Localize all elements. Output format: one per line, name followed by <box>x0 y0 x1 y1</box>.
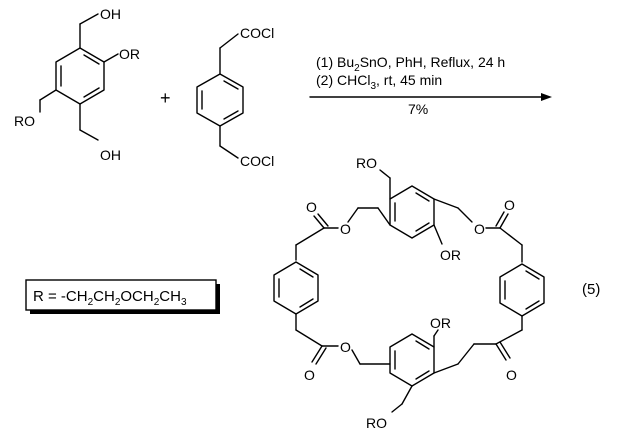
product-macrocycle: RO OR O O O O <box>273 155 545 431</box>
reaction-arrowhead <box>541 93 552 101</box>
r-definition: R = -CH2CH2OCH2CH3 <box>25 279 220 314</box>
reaction-conditions: (1) Bu2SnO, PhH, Reflux, 24 h (2) CHCl3,… <box>309 54 552 117</box>
product-top-ro-label: RO <box>356 155 377 171</box>
diacid-benzene-ring <box>196 73 244 127</box>
product-bottom-ro-label: RO <box>366 415 387 431</box>
condition-line-1: (1) Bu2SnO, PhH, Reflux, 24 h <box>316 54 505 74</box>
equation-number: (5) <box>582 281 600 298</box>
product-lower-benzene-ring <box>389 333 435 387</box>
r-definition-text: R = -CH2CH2OCH2CH3 <box>33 288 187 308</box>
reactant-diacid-chloride: COCl COCl <box>196 25 274 169</box>
product-left-phenylene-ring <box>273 261 319 315</box>
product-mid-or-label: OR <box>440 247 461 263</box>
diol-top-oh-label: OH <box>100 6 121 22</box>
diol-benzene-ring <box>55 47 105 105</box>
diol-right-or-label: OR <box>119 46 140 62</box>
product-lower-left-ester-o: O <box>340 339 351 355</box>
diacid-top-cocl-label: COCl <box>240 25 274 41</box>
product-upper-right-carbonyl-o: O <box>504 197 515 213</box>
product-upper-left-ester-o: O <box>340 221 351 237</box>
r-definition-box <box>25 279 217 311</box>
yield-label: 7% <box>408 101 428 117</box>
product-lower-left-carbonyl-o: O <box>304 367 315 383</box>
product-upper-right-ester-o: O <box>474 221 485 237</box>
diol-bottom-oh-label: OH <box>100 147 121 163</box>
diacid-bottom-cocl-label: COCl <box>240 153 274 169</box>
product-upper-benzene-ring <box>389 185 435 239</box>
product-upper-left-carbonyl-o: O <box>306 199 317 215</box>
condition-line-2: (2) CHCl3, rt, 45 min <box>316 72 442 92</box>
plus-sign: + <box>160 88 171 108</box>
diol-left-ro-label: RO <box>14 113 35 129</box>
product-right-phenylene-ring <box>499 263 545 317</box>
reactant-diol: OH OR RO OH <box>14 6 140 163</box>
product-lower-or-label: OR <box>430 315 451 331</box>
product-ketone-o: O <box>506 367 517 383</box>
